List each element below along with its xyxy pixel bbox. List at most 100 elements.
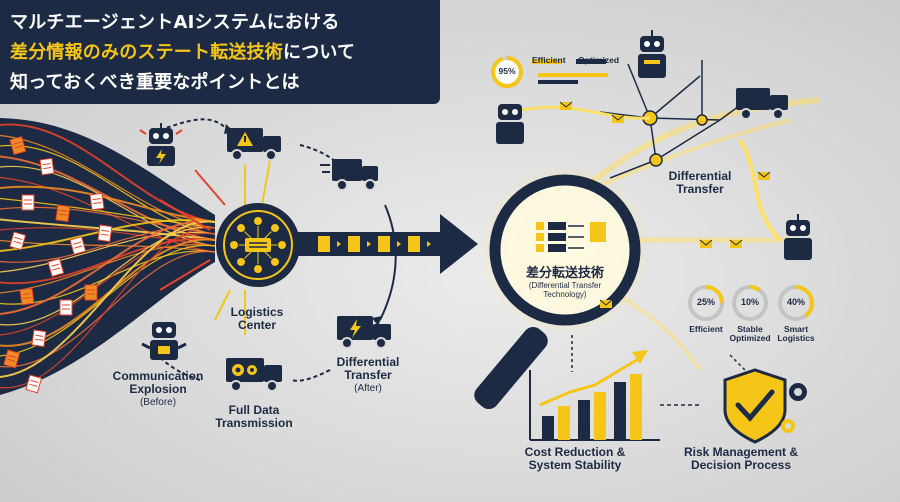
lens-data-rows — [536, 222, 584, 252]
cost-bar — [594, 392, 606, 440]
document-icon — [97, 224, 113, 243]
logistics-center-label: Logistics Center — [230, 305, 284, 332]
transfer-document — [348, 236, 371, 252]
chaos-line — [0, 251, 216, 368]
title-banner: マルチエージェントAIシステムにおける 差分情報のみのステート転送技術について … — [0, 0, 440, 104]
robot-alert-icon — [139, 123, 183, 166]
network-envelopes — [559, 101, 771, 308]
document-icon — [19, 287, 35, 306]
chaos-line — [0, 226, 216, 326]
metric-gauges — [688, 285, 814, 321]
document-icon — [89, 192, 105, 211]
title-line-1: マルチエージェントAIシステムにおける — [10, 12, 340, 33]
chaos-line — [0, 226, 216, 263]
document-icon — [31, 329, 47, 348]
envelope-icon — [757, 171, 771, 180]
cost-bar — [614, 382, 626, 440]
transfer-documents — [318, 236, 431, 252]
legend-efficient: Efficient — [532, 55, 566, 65]
legend-optimized: Optimized — [578, 55, 620, 65]
document-icon — [84, 284, 98, 301]
lens-row-cell — [536, 244, 544, 252]
lens-title: 差分転送技術 — [525, 266, 604, 281]
cost-reduction-label: Cost Reduction & System Stability — [524, 445, 626, 472]
chaos-line — [0, 239, 216, 253]
gauge-95-value: 95% — [498, 66, 516, 76]
metric-gauge-fill — [732, 285, 768, 321]
metric-value: 40% — [786, 297, 805, 307]
hub-node — [253, 216, 263, 226]
robot-right-icon — [784, 214, 812, 260]
hub-node — [229, 240, 239, 250]
risk-management-label: Risk Management & Decision Process — [683, 445, 799, 472]
title-highlight: 差分情報のみのステート転送技術 — [10, 42, 283, 63]
delivery-truck-icon — [320, 159, 378, 191]
lens-row-bar — [548, 222, 566, 230]
explosion-subtitle: (Before) — [139, 397, 177, 408]
document-icon — [3, 349, 21, 369]
hub-node — [269, 256, 280, 267]
cost-bars — [542, 374, 642, 440]
hub-node — [253, 264, 263, 274]
chaos-line — [0, 134, 216, 229]
lens-row-cell — [536, 233, 544, 241]
title-line-2: 差分情報のみのステート転送技術について — [10, 38, 355, 64]
title-line-3: 知っておくべき重要なポイントとは — [10, 72, 300, 93]
robot-left-icon — [496, 104, 524, 144]
document-icon — [21, 194, 35, 211]
differential-transfer-after-label: Differential Transfer (After) — [330, 356, 406, 395]
title-line-2-rest: について — [283, 42, 356, 63]
hub-node — [269, 223, 280, 234]
warning-truck-icon — [227, 128, 281, 161]
communication-explosion-label: Communication Explosion (Before) — [108, 370, 208, 409]
explosion-title: Communication Explosion — [112, 369, 204, 396]
transfer-document — [318, 236, 341, 252]
document-icon — [9, 231, 27, 251]
envelope-icon — [611, 114, 625, 123]
hub-node — [277, 240, 287, 250]
document-icon — [9, 136, 27, 156]
overloaded-robot-icon — [141, 322, 187, 360]
cost-bar — [630, 374, 642, 440]
chaos-line — [0, 176, 216, 253]
document-icon — [25, 374, 43, 394]
envelope-icon — [729, 239, 743, 248]
cost-bar — [542, 416, 554, 440]
document-icon — [39, 157, 55, 176]
full-data-transmission-label: Full Data Transmission — [215, 403, 293, 430]
fast-truck-icon — [337, 316, 391, 349]
transfer-document — [378, 236, 401, 252]
diff-subtitle: (After) — [354, 383, 382, 394]
document-icon — [69, 236, 87, 256]
metric-value: 25% — [696, 297, 715, 307]
metric-label: Smart Logistics — [777, 324, 815, 343]
lens-row-cell — [536, 222, 544, 230]
hub-node — [236, 256, 247, 267]
lens-subtitle: (Differential Transfer Technology) — [528, 281, 602, 299]
lens-row-bar — [548, 244, 566, 252]
metric-value: 10% — [740, 297, 759, 307]
chaos-line — [0, 123, 216, 223]
cost-bar — [558, 406, 570, 440]
document-icon — [47, 258, 65, 278]
chaos-line — [0, 220, 216, 378]
chaos-documents — [3, 136, 113, 394]
hub-node — [236, 223, 247, 234]
transfer-document — [408, 236, 431, 252]
robot-top-icon — [638, 30, 666, 78]
metric-gauge-fill — [778, 285, 814, 321]
chaos-line — [0, 220, 216, 315]
truck-right-icon — [736, 88, 788, 120]
envelope-icon — [559, 101, 573, 110]
metric-label: Efficient — [689, 324, 723, 334]
differential-transfer-network-label: Differential Transfer — [668, 169, 732, 196]
envelope-icon — [699, 239, 713, 248]
envelope-icon — [599, 299, 613, 308]
document-icon — [59, 299, 73, 316]
document-icon — [55, 204, 71, 223]
chaos-line — [0, 232, 216, 336]
lens-row-bar — [548, 233, 566, 241]
diff-title: Differential Transfer — [336, 355, 400, 382]
